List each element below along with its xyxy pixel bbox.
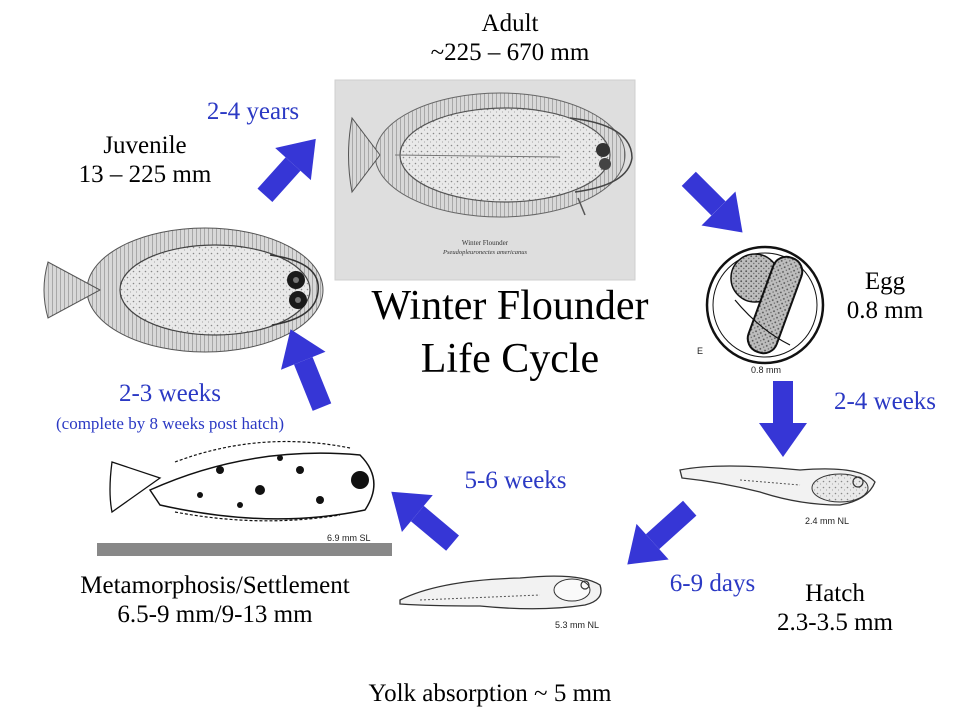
arrow-egg-to-hatch [759, 381, 807, 457]
duration-metamorphosis-to-juvenile: 2-3 weeks [118, 380, 222, 407]
duration-egg-to-hatch: 2-4 weeks [833, 388, 937, 415]
title-line-1: Winter Flounder [371, 283, 649, 329]
duration-juvenile-to-adult: 2-4 years [206, 98, 300, 125]
adult-fish-image [334, 79, 636, 281]
yolk-absorption-label: Yolk absorption ~ 5 mm [368, 680, 612, 707]
egg-name: Egg [864, 268, 906, 295]
duration-yolk-to-metamorphosis: 5-6 weeks [464, 467, 567, 494]
egg-size: 0.8 mm [846, 296, 924, 324]
metamorphosis-name: Metamorphosis/Settlement [80, 572, 350, 599]
egg-image [705, 245, 825, 365]
egg-panel-letter: E [697, 346, 703, 356]
juvenile-fish-image [43, 227, 324, 353]
egg-label: Egg 0.8 mm [830, 268, 940, 326]
adult-species-caption: Pseudopleuronectes americanus [442, 249, 528, 256]
yolk-scale-label: 5.3 mm NL [555, 620, 599, 630]
adult-size: ~225 – 670 mm [430, 38, 590, 66]
juvenile-label: Juvenile 13 – 225 mm [45, 132, 245, 190]
adult-caption: Winter Flounder [462, 239, 509, 247]
hatch-larva-image [679, 465, 876, 506]
arrow-yolk-to-metamorphosis [391, 491, 460, 551]
juvenile-name: Juvenile [103, 132, 187, 159]
yolk-larva-image [399, 575, 602, 610]
title-line-2: Life Cycle [420, 335, 600, 382]
diagram-title: Winter Flounder Life Cycle [340, 280, 680, 385]
arrow-juvenile-to-adult [257, 138, 316, 202]
juvenile-size: 13 – 225 mm [78, 160, 212, 188]
duration-hatch-to-yolk: 6-9 days [669, 570, 756, 597]
egg-scale-label: 0.8 mm [751, 365, 781, 375]
metamorphosis-timing-note: (complete by 8 weeks post hatch) [55, 414, 284, 433]
hatch-size: 2.3-3.5 mm [777, 608, 893, 636]
metamorphosis-size: 6.5-9 mm/9-13 mm [117, 600, 313, 628]
hatch-label: Hatch 2.3-3.5 mm [755, 580, 915, 638]
metamorphosis-label: Metamorphosis/Settlement 6.5-9 mm/9-13 m… [20, 572, 410, 630]
adult-name: Adult [481, 10, 539, 37]
adult-label: Adult ~225 – 670 mm [395, 10, 625, 68]
arrow-metamorphosis-to-juvenile [281, 329, 332, 411]
metamorphosis-scale-label: 6.9 mm SL [327, 533, 371, 543]
metamorphosis-fish-image [97, 440, 392, 556]
hatch-name: Hatch [805, 580, 865, 607]
arrow-hatch-to-yolk [627, 500, 697, 565]
arrow-adult-to-egg [681, 171, 743, 233]
hatch-scale-label: 2.4 mm NL [805, 516, 849, 526]
